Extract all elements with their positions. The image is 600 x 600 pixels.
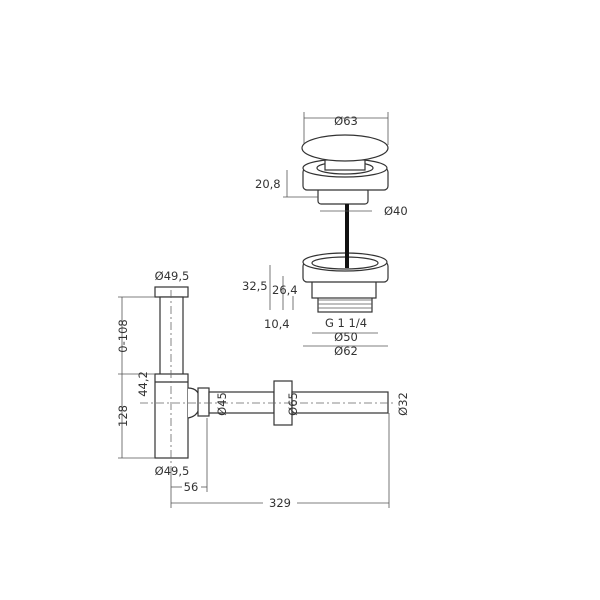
dim-body-height: 128 bbox=[116, 405, 130, 427]
dim-adjust-range: 0-108 bbox=[116, 319, 130, 352]
dim-total-length: 329 bbox=[269, 496, 291, 510]
dim-body-height: 26,4 bbox=[272, 283, 298, 297]
dim-outlet-offset: 56 bbox=[184, 480, 199, 494]
bottle-trap: Ø49,5 0-108 44,2 128 Ø45 Ø65 Ø32 Ø49,5 5… bbox=[116, 269, 410, 510]
dim-thread-diameter: Ø50 bbox=[334, 330, 358, 344]
dim-thread: G 1 1/4 bbox=[325, 316, 367, 330]
dim-total-height: 32,5 bbox=[242, 279, 268, 293]
dim-cap-height: 20,8 bbox=[255, 177, 281, 191]
dim-band-height: 44,2 bbox=[136, 371, 150, 397]
pop-up-waste: Ø63 20,8 Ø40 32,5 26,4 10,4 G 1 1/4 Ø50 … bbox=[242, 112, 408, 358]
dim-rosette-diameter: Ø65 bbox=[286, 392, 300, 416]
dim-outlet-diameter: Ø45 bbox=[215, 392, 229, 416]
dim-flange-diameter: Ø62 bbox=[334, 344, 358, 358]
dim-cap-diameter: Ø63 bbox=[334, 114, 358, 128]
dim-pipe-diameter: Ø32 bbox=[396, 392, 410, 416]
dim-top-diameter: Ø49,5 bbox=[155, 269, 190, 283]
dim-bottom-diameter: Ø49,5 bbox=[155, 464, 190, 478]
dim-thread-height: 10,4 bbox=[264, 317, 290, 331]
dim-body-diameter: Ø40 bbox=[384, 204, 408, 218]
